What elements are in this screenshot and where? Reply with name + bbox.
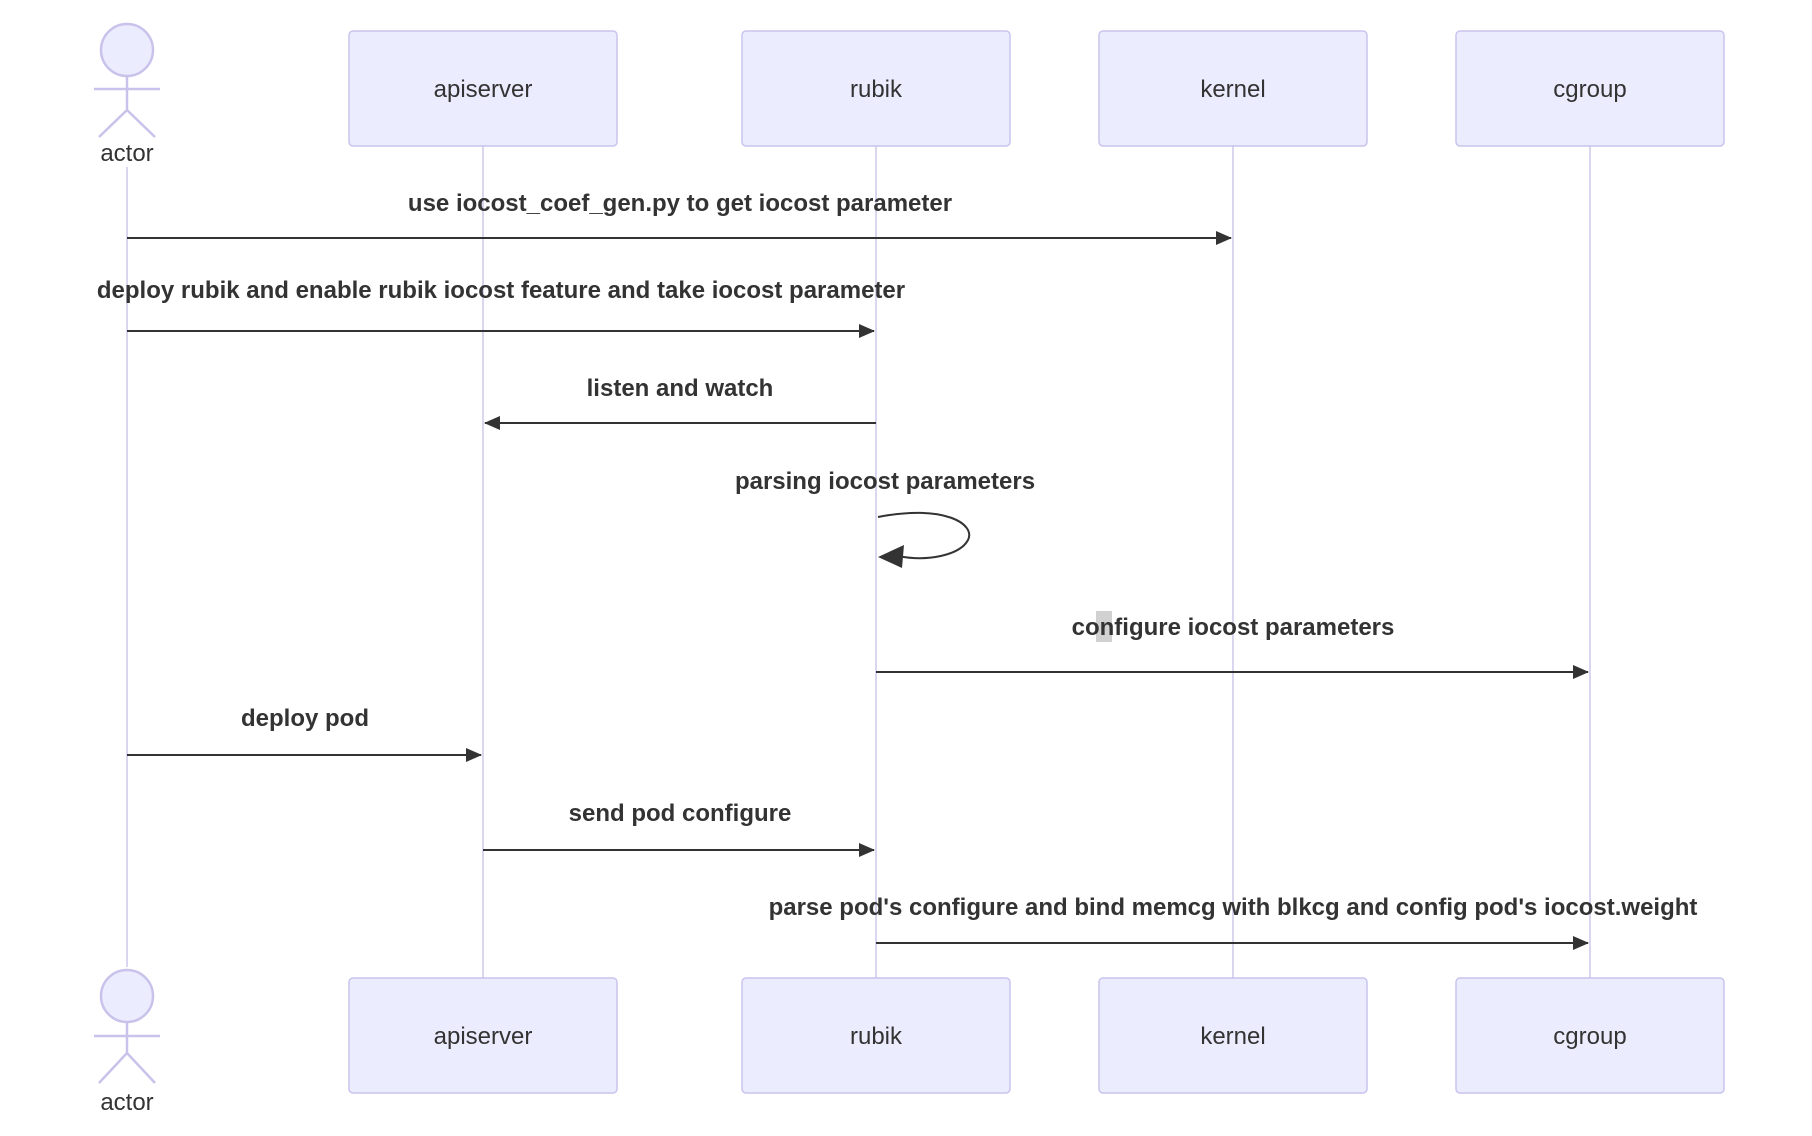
- actor-leg-left: [98, 1052, 128, 1084]
- actor-figure-bottom: actor: [94, 968, 160, 1116]
- self-loop-arrowhead: [878, 545, 904, 568]
- message-listen-and-watch: listen and watch: [484, 375, 876, 430]
- message-label: parsing iocost parameters: [735, 468, 1035, 495]
- participant-rect: [741, 30, 1011, 147]
- message-use-iocost-coef-gen: use iocost_coef_gen.py to get iocost par…: [127, 190, 1232, 245]
- participant-rect: [1098, 30, 1368, 147]
- participant-box-cgroup-top: cgroup: [1455, 30, 1725, 147]
- participant-rect: [348, 30, 618, 147]
- participant-label-kernel: kernel: [1200, 1023, 1265, 1050]
- text-selection-artifact: [1096, 611, 1112, 642]
- participant-box-rubik-top: rubik: [741, 30, 1011, 147]
- actor-head: [99, 22, 155, 78]
- message-deploy-rubik: deploy rubik and enable rubik iocost fea…: [97, 277, 905, 338]
- message-label: send pod configure: [569, 800, 792, 827]
- actor-leg-right: [126, 109, 156, 138]
- message-configure-iocost-parameters: configure iocost parameters: [876, 611, 1589, 679]
- participant-rect: [348, 977, 618, 1094]
- message-label: listen and watch: [587, 375, 774, 402]
- participant-label-cgroup: cgroup: [1553, 1023, 1626, 1050]
- message-label: configure iocost parameters: [1072, 614, 1395, 641]
- self-loop-curve: [877, 511, 971, 560]
- message-label: deploy pod: [241, 705, 369, 732]
- message-send-pod-configure: send pod configure: [483, 800, 875, 857]
- participant-box-cgroup-bottom: cgroup: [1455, 977, 1725, 1094]
- actor-label-bottom: actor: [100, 1089, 153, 1116]
- message-label: deploy rubik and enable rubik iocost fea…: [97, 277, 905, 304]
- participant-rect: [1098, 977, 1368, 1094]
- message-deploy-pod: deploy pod: [127, 705, 482, 762]
- participant-label-rubik: rubik: [850, 76, 903, 103]
- participant-box-apiserver-top: apiserver: [348, 30, 618, 147]
- participant-rect: [1455, 977, 1725, 1094]
- participant-label-apiserver: apiserver: [434, 76, 533, 103]
- message-label: use iocost_coef_gen.py to get iocost par…: [408, 190, 952, 217]
- actor-leg-left: [98, 109, 128, 138]
- participant-box-kernel-top: kernel: [1098, 30, 1368, 147]
- message-label: parse pod's configure and bind memcg wit…: [769, 894, 1698, 921]
- participant-box-rubik-bottom: rubik: [741, 977, 1011, 1094]
- participant-label-cgroup: cgroup: [1553, 76, 1626, 103]
- actor-figure-top: actor: [94, 22, 160, 167]
- message-parse-pod-configure: parse pod's configure and bind memcg wit…: [769, 894, 1698, 950]
- participant-label-apiserver: apiserver: [434, 1023, 533, 1050]
- participant-rect: [1455, 30, 1725, 147]
- participant-rect: [741, 977, 1011, 1094]
- participant-box-kernel-bottom: kernel: [1098, 977, 1368, 1094]
- participant-label-kernel: kernel: [1200, 76, 1265, 103]
- participant-label-rubik: rubik: [850, 1023, 903, 1050]
- actor-head: [99, 968, 155, 1024]
- participant-box-apiserver-bottom: apiserver: [348, 977, 618, 1094]
- message-parsing-iocost-parameters: parsing iocost parameters: [735, 468, 1035, 568]
- actor-leg-right: [126, 1052, 156, 1084]
- actor-label-top: actor: [100, 140, 153, 167]
